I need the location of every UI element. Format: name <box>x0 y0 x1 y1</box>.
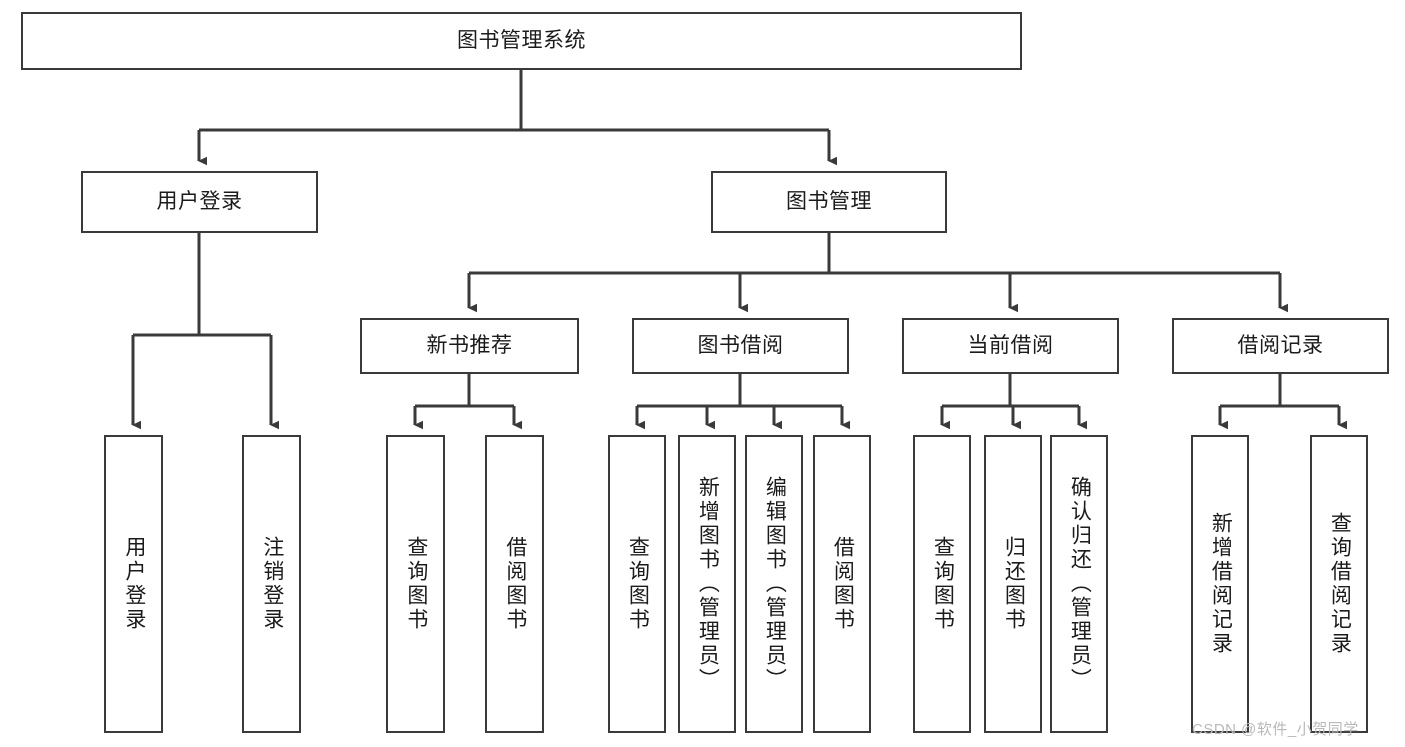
node-leaf-query-books-recommend[interactable]: 查询图书 <box>386 435 445 733</box>
node-label: 注销登录 <box>260 536 284 632</box>
node-leaf-logout-login[interactable]: 注销登录 <box>242 435 301 733</box>
node-book-management[interactable]: 图书管理 <box>711 171 947 233</box>
connector-current-borrow-to-leaves <box>940 374 1087 430</box>
node-leaf-edit-book-admin[interactable]: 编辑图书（管理员） <box>745 435 803 733</box>
node-label: 用户登录 <box>122 536 146 632</box>
node-leaf-borrow-book[interactable]: 借阅图书 <box>813 435 871 733</box>
connector-book-borrow-to-leaves <box>635 374 850 430</box>
csdn-watermark: CSDN @软件_小贺同学 <box>1192 721 1359 738</box>
node-leaf-query-books-current[interactable]: 查询图书 <box>913 435 971 733</box>
node-label: 图书管理系统 <box>457 28 586 52</box>
node-label: 新增图书（管理员） <box>696 476 720 692</box>
node-label: 查询借阅记录 <box>1328 512 1352 656</box>
connector-root-to-level1 <box>197 70 837 166</box>
node-label: 用户登录 <box>156 189 243 213</box>
node-label: 编辑图书（管理员） <box>763 476 787 692</box>
connector-book-management-to-level2 <box>467 233 1288 313</box>
connector-borrow-record-to-leaves <box>1218 374 1347 430</box>
connector-new-book-to-leaves <box>413 374 522 430</box>
node-label: 查询图书 <box>931 536 955 632</box>
node-leaf-confirm-return-admin[interactable]: 确认归还（管理员） <box>1050 435 1108 733</box>
node-label: 图书借阅 <box>697 333 784 357</box>
node-label: 新增借阅记录 <box>1209 512 1233 656</box>
node-system-title-node[interactable]: 图书管理系统 <box>21 12 1022 70</box>
node-label: 新书推荐 <box>426 333 513 357</box>
node-label: 查询图书 <box>404 536 428 632</box>
node-user-login[interactable]: 用户登录 <box>81 171 318 233</box>
connector-user-login-to-leaves <box>131 233 279 430</box>
node-label: 借阅图书 <box>831 536 855 632</box>
node-label: 归还图书 <box>1002 536 1026 632</box>
node-book-borrow[interactable]: 图书借阅 <box>632 318 849 374</box>
node-leaf-user-login[interactable]: 用户登录 <box>104 435 163 733</box>
node-label: 图书管理 <box>786 189 872 213</box>
node-leaf-return-book[interactable]: 归还图书 <box>984 435 1042 733</box>
node-borrow-record[interactable]: 借阅记录 <box>1172 318 1389 374</box>
node-leaf-query-borrow-record[interactable]: 查询借阅记录 <box>1310 435 1368 733</box>
node-label: 确认归还（管理员） <box>1068 476 1092 692</box>
node-label: 借阅图书 <box>503 536 527 632</box>
node-leaf-query-books-borrow[interactable]: 查询图书 <box>608 435 666 733</box>
node-new-book-recommend[interactable]: 新书推荐 <box>360 318 579 374</box>
node-leaf-add-book-admin[interactable]: 新增图书（管理员） <box>678 435 736 733</box>
node-label: 当前借阅 <box>967 333 1054 357</box>
node-leaf-borrow-books-recommend[interactable]: 借阅图书 <box>485 435 544 733</box>
node-current-borrow[interactable]: 当前借阅 <box>902 318 1119 374</box>
node-label: 借阅记录 <box>1237 333 1324 357</box>
node-label: 查询图书 <box>626 536 650 632</box>
node-leaf-add-borrow-record[interactable]: 新增借阅记录 <box>1191 435 1249 733</box>
